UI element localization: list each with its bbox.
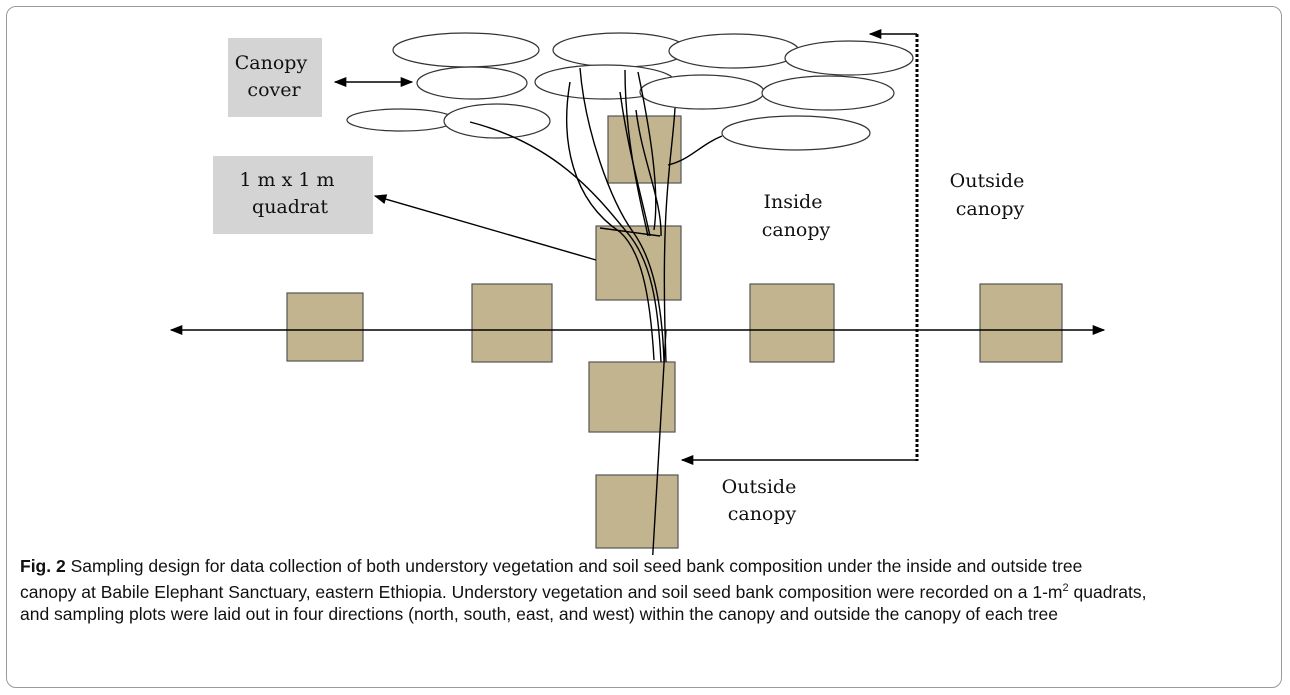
figure-label: Fig. 2 [20, 556, 66, 576]
transect-lines [169, 324, 1106, 555]
quadrat-canopy-top [607, 115, 682, 184]
svg-text:Outside canopy: Outside canopy [950, 170, 1031, 220]
outside-canopy-bottom-line2: canopy [728, 503, 797, 525]
tree-stem [637, 71, 657, 231]
canopy-cover-label-line2: cover [247, 79, 301, 101]
inside-canopy-label-line1: Inside [763, 191, 822, 213]
canopy-leaf [784, 40, 914, 76]
quadrat-inside-west [471, 283, 553, 363]
caption-line-2: canopy at Babile Elephant Sanctuary, eas… [20, 577, 1270, 603]
inside-canopy-label-line2: canopy [762, 219, 831, 241]
caption-text-2b: quadrats, [1068, 581, 1147, 602]
canopy-leaf [443, 103, 551, 139]
tree-stem [619, 91, 651, 237]
canopy-leaf [392, 32, 540, 68]
tree-stem [599, 227, 661, 237]
quadrat-label-line1: 1 m x 1 m [239, 169, 334, 191]
svg-text:Inside canopy: Inside canopy [762, 191, 831, 241]
quadrat-inside-east [749, 283, 835, 363]
tree-stem [667, 135, 723, 166]
outside-canopy-right-line2: canopy [956, 198, 1025, 220]
quadrat-label-line2: quadrat [252, 196, 328, 218]
canopy-leaf [416, 66, 528, 100]
canopy-leaf [668, 33, 800, 69]
canopy-leaf [552, 32, 688, 68]
caption-line-1: Fig. 2 Sampling design for data collecti… [20, 555, 1270, 577]
canopy-leaf [721, 115, 871, 151]
quadrats [286, 115, 1063, 549]
tree-stem [579, 67, 665, 363]
south-transect [652, 329, 667, 555]
tree-stems [469, 67, 723, 363]
tree-stem [566, 81, 655, 361]
quadrat-arrow [373, 194, 597, 261]
caption-superscript: 2 [1062, 582, 1069, 594]
quadrat-outside-south [595, 474, 679, 549]
outside-canopy-bottom-line1: Outside [722, 476, 797, 498]
tree-stem [663, 107, 676, 363]
sampling-design-diagram: Canopy cover 1 m x 1 m quadrat Inside ca… [169, 28, 1106, 555]
caption-text-3: and sampling plots were laid out in four… [20, 603, 1058, 624]
quadrat-outside-west [286, 292, 364, 362]
figure-frame [6, 6, 1282, 688]
canopy-cover-label-box [228, 38, 322, 117]
canopy-leaf [346, 108, 456, 132]
svg-text:1 m x 1 m quadrat: 1 m x 1 m quadrat [239, 169, 340, 218]
caption-line-3: and sampling plots were laid out in four… [20, 603, 1270, 625]
svg-text:Outside canopy: Outside canopy [722, 476, 803, 525]
canopy-cover-label-line1: Canopy [235, 52, 308, 74]
canopy-leaves [346, 32, 914, 151]
canopy-leaf [761, 75, 895, 111]
tree-stem [635, 109, 662, 237]
outside-canopy-right-line1: Outside [950, 170, 1025, 192]
quadrat-label-box [213, 156, 373, 234]
canopy-leaf [639, 74, 765, 110]
caption-text-2a: canopy at Babile Elephant Sanctuary, eas… [20, 581, 1063, 602]
caption-text-1: Sampling design for data collection of b… [70, 556, 1083, 576]
figure-caption: Fig. 2 Sampling design for data collecti… [20, 555, 1270, 625]
svg-text:Canopy cover: Canopy cover [235, 52, 313, 101]
quadrat-outside-east [979, 283, 1063, 363]
canopy-boundary [680, 28, 919, 466]
